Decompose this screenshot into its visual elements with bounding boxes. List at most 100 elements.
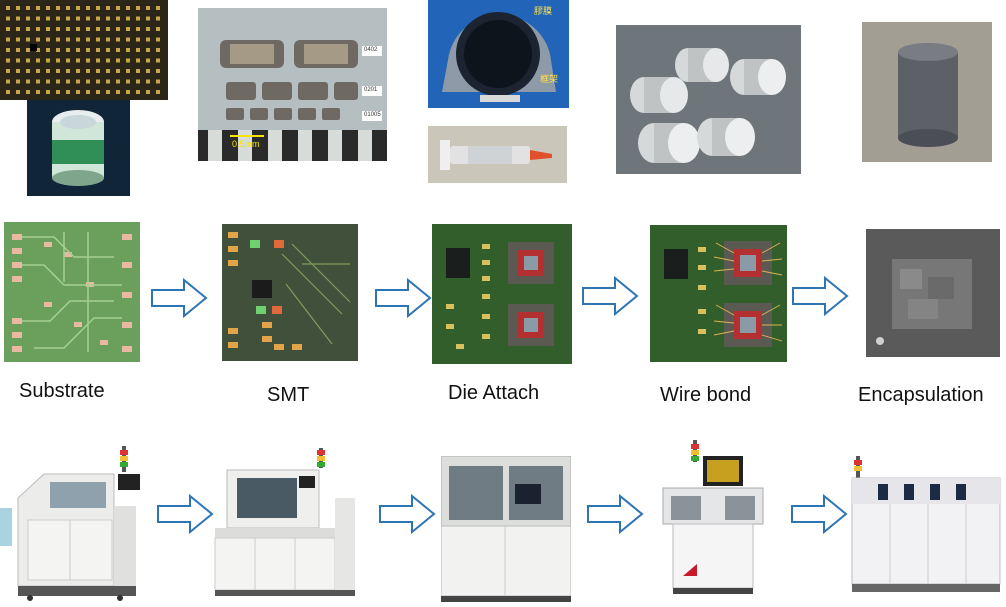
panel-pad	[106, 16, 110, 21]
panel-pad	[56, 16, 60, 21]
panel-pad	[126, 69, 130, 73]
panel-pad	[146, 79, 150, 84]
panel-pad	[26, 69, 30, 73]
panel-pad	[156, 69, 160, 73]
panel-pad	[146, 58, 150, 63]
stage-label-die-attach: Die Attach	[448, 382, 540, 404]
panel-pad	[96, 37, 100, 42]
smt-size-label-01005: 01005	[364, 112, 381, 118]
equipment-arrow-3	[587, 494, 644, 534]
panel-pad	[96, 27, 100, 31]
panel-pad	[46, 16, 50, 21]
panel-pad	[6, 37, 10, 42]
encapsulated-package-photo	[866, 229, 1000, 357]
panel-pad	[106, 48, 110, 52]
panel-pad	[96, 6, 100, 10]
panel-pad	[96, 16, 100, 21]
panel-pad	[126, 58, 130, 63]
panel-pad	[66, 27, 70, 31]
equipment-arrow-2	[379, 494, 436, 534]
panel-pad	[26, 27, 30, 31]
equipment-arrow-4	[791, 494, 848, 534]
die-bonder-machine-photo	[441, 456, 571, 604]
panel-pad	[156, 37, 160, 42]
panel-pad	[146, 6, 150, 10]
panel-pad	[86, 79, 90, 84]
smt-board-photo	[222, 224, 358, 361]
panel-pad	[86, 58, 90, 63]
panel-pad	[76, 6, 80, 10]
arrow-shape	[375, 278, 432, 318]
stage-label-encapsulation: Encapsulation	[858, 384, 984, 406]
smt-passives-photo: 0402 0201 01005 0.5mm	[198, 8, 387, 161]
panel-pad	[136, 79, 140, 84]
stencil-printer-machine-photo	[10, 436, 140, 602]
panel-pad	[156, 48, 160, 52]
wafer-frame-photo: 膠膜 框架	[428, 0, 569, 108]
panel-pad	[6, 16, 10, 21]
panel-pad	[66, 90, 70, 94]
process-arrow-3	[582, 276, 639, 316]
panel-pad	[56, 90, 60, 94]
panel-pad	[106, 69, 110, 73]
panel-pad	[6, 58, 10, 63]
panel-pad	[76, 16, 80, 21]
arrow-shape	[157, 494, 214, 534]
panel-pad	[36, 58, 40, 63]
mold-compound-pellet-photo	[862, 22, 992, 162]
panel-pad	[76, 79, 80, 84]
panel-pad	[66, 16, 70, 21]
panel-pad	[156, 16, 160, 21]
panel-pad	[26, 37, 30, 42]
process-arrow-1	[151, 278, 208, 318]
panel-pad	[106, 90, 110, 94]
panel-pad	[66, 58, 70, 63]
panel-pad	[76, 27, 80, 31]
panel-pad	[96, 48, 100, 52]
gold-wire-spools-photo	[616, 25, 801, 174]
arrow-shape	[151, 278, 208, 318]
panel-pad	[56, 27, 60, 31]
panel-pad	[96, 58, 100, 63]
panel-pad	[46, 69, 50, 73]
panel-pad	[26, 90, 30, 94]
panel-pad	[46, 79, 50, 84]
solder-paste-jar-photo	[27, 100, 130, 196]
panel-pad	[36, 37, 40, 42]
panel-pad	[16, 69, 20, 73]
stage-label-substrate: Substrate	[19, 380, 105, 402]
panel-pad	[116, 69, 120, 73]
panel-pad	[16, 79, 20, 84]
panel-pad	[16, 90, 20, 94]
panel-pad	[116, 90, 120, 94]
panel-pad	[86, 27, 90, 31]
panel-pad	[86, 69, 90, 73]
panel-pad	[46, 58, 50, 63]
panel-pad	[116, 79, 120, 84]
panel-pad	[66, 6, 70, 10]
panel-pad	[106, 58, 110, 63]
panel-pad	[76, 90, 80, 94]
panel-pad	[86, 6, 90, 10]
panel-pad	[56, 48, 60, 52]
substrate-board-photo	[4, 222, 140, 362]
panel-pad	[86, 48, 90, 52]
panel-pad	[76, 48, 80, 52]
panel-pad	[146, 90, 150, 94]
panel-pad	[16, 37, 20, 42]
panel-pad	[36, 90, 40, 94]
panel-pad	[146, 16, 150, 21]
panel-pad	[126, 37, 130, 42]
arrow-shape	[379, 494, 436, 534]
panel-pad	[56, 37, 60, 42]
panel-pad	[126, 6, 130, 10]
panel-pad	[146, 69, 150, 73]
arrow-shape	[582, 276, 639, 316]
arrow-shape	[792, 276, 849, 316]
panel-pad	[26, 58, 30, 63]
stage-label-wire-bond: Wire bond	[660, 384, 752, 406]
panel-pad	[156, 90, 160, 94]
panel-pad	[96, 90, 100, 94]
panel-pad	[6, 27, 10, 31]
panel-pad	[156, 6, 160, 10]
